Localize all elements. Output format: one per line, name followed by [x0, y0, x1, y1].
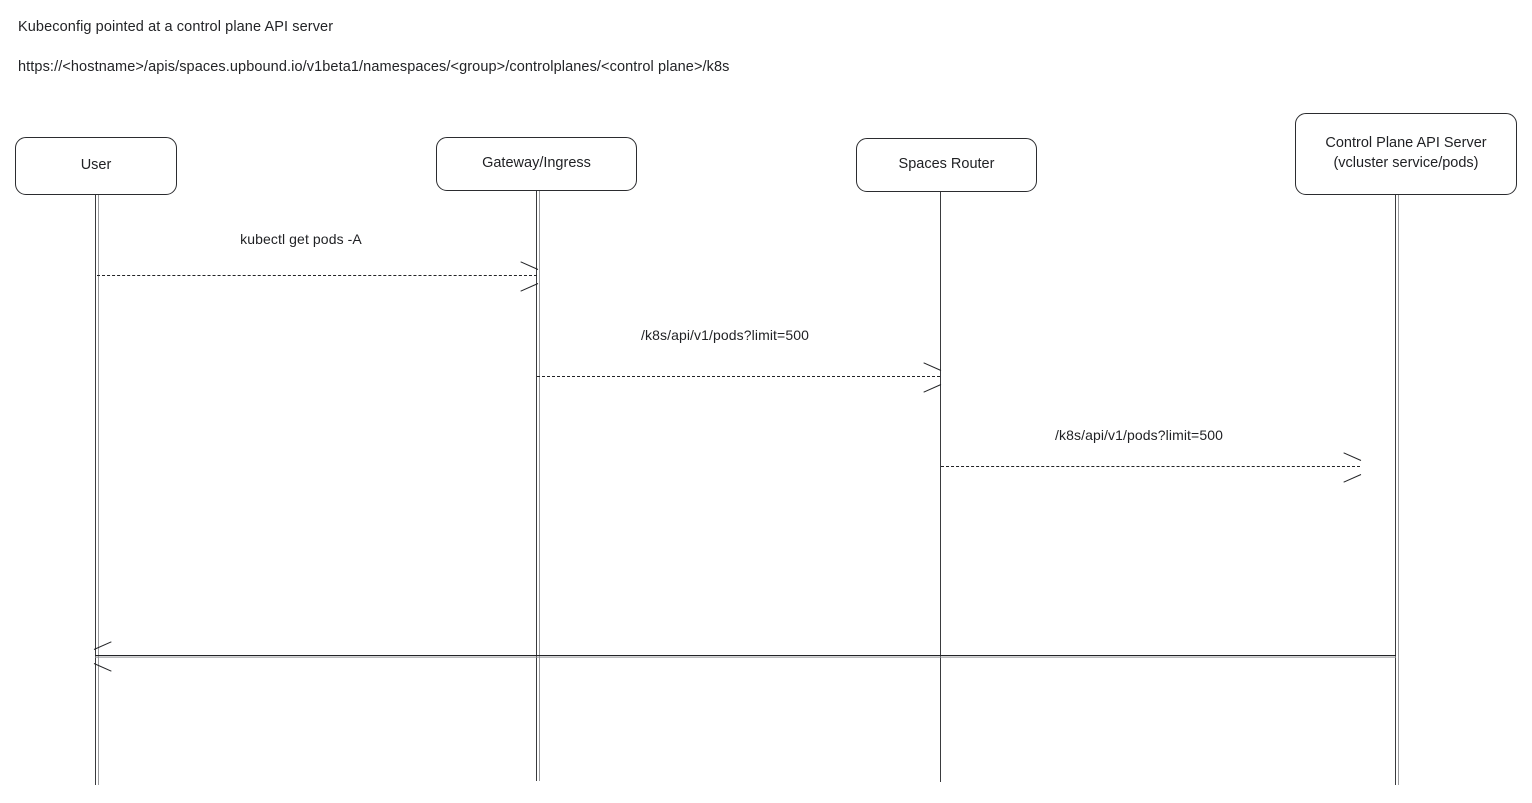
lifeline-user [95, 195, 99, 785]
lifeline-gateway [536, 191, 540, 781]
participant-gateway[interactable]: Gateway/Ingress [436, 137, 637, 191]
arrowhead-right-icon [923, 362, 942, 371]
participant-gateway-label: Gateway/Ingress [482, 155, 591, 172]
participant-user-label: User [80, 157, 112, 174]
note-kubeconfig-title: Kubeconfig pointed at a control plane AP… [18, 19, 334, 35]
participant-spaces-router[interactable]: Spaces Router [856, 138, 1037, 192]
participant-control-plane-api-server-label: Control Plane API Server (vcluster servi… [1325, 135, 1487, 171]
arrowhead-right-icon [1343, 474, 1362, 483]
message-arrow-1 [97, 261, 539, 292]
message-arrow-4-return [93, 641, 1396, 672]
lifeline-router [940, 192, 941, 782]
message-label-2: /k8s/api/v1/pods?limit=500 [641, 327, 809, 343]
participant-spaces-router-label: Spaces Router [898, 156, 995, 173]
participant-control-plane-api-server[interactable]: Control Plane API Server (vcluster servi… [1295, 113, 1517, 195]
note-api-server-url: https://<hostname>/apis/spaces.upbound.i… [18, 59, 730, 75]
message-arrow-2 [537, 362, 942, 393]
arrowhead-right-icon [1343, 452, 1362, 461]
arrowhead-right-icon [923, 384, 942, 393]
message-label-1: kubectl get pods -A [240, 231, 362, 247]
lifeline-cpapi [1395, 195, 1399, 785]
participant-user[interactable]: User [15, 137, 177, 195]
message-arrow-3 [941, 452, 1362, 483]
message-label-3: /k8s/api/v1/pods?limit=500 [1055, 427, 1223, 443]
